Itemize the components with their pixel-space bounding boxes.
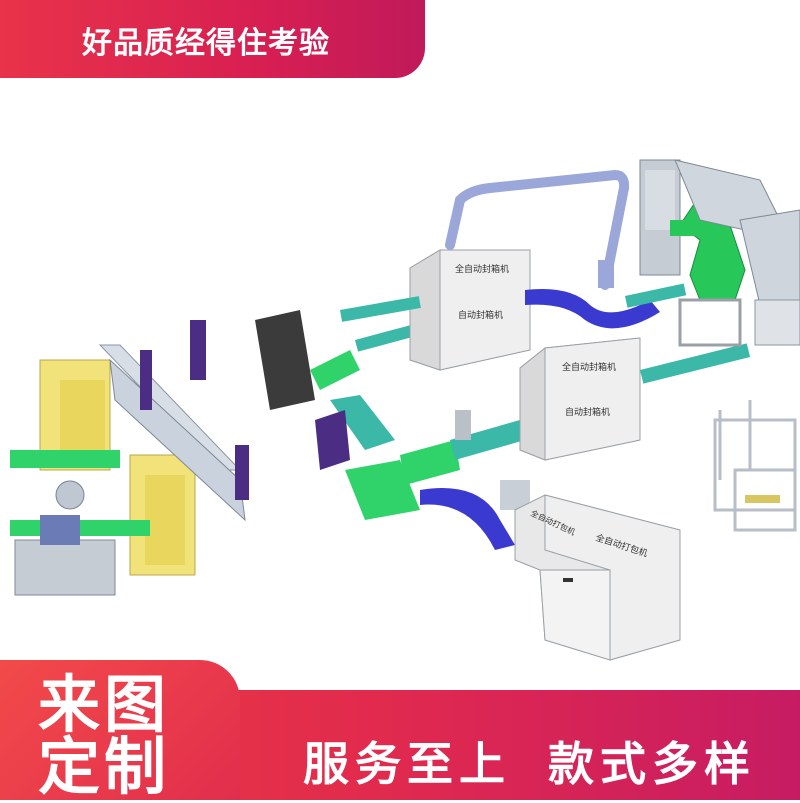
- strapping-machine: 全自动打包机 全自动打包机: [514, 494, 681, 661]
- slogan-styles: 款式多样: [548, 737, 756, 791]
- machine-1-front-label: 自动封箱机: [458, 309, 503, 321]
- banner-title: 好品质经得住考验: [82, 26, 330, 61]
- right-frames: [713, 400, 797, 532]
- slogan-service: 服务至上: [303, 737, 511, 791]
- top-banner: 好品质经得住考验: [0, 0, 425, 78]
- badge-line-2: 定制: [38, 730, 171, 803]
- machine-2-front-label: 自动封箱机: [565, 406, 610, 418]
- machine-1-side-label: 全自动封箱机: [455, 263, 509, 275]
- production-line-illustration: 全自动封箱机 自动封箱机 全自动封箱机 自动封箱机 全自动打包机 全自动打包机: [10, 159, 800, 661]
- palletizing-robot: [639, 159, 800, 347]
- sealing-machine-1: 全自动封箱机 自动封箱机: [409, 249, 531, 371]
- curved-conveyor-top: [340, 283, 687, 329]
- custom-badge: 来图 定制: [0, 660, 240, 800]
- sealing-machine-2: 全自动封箱机 自动封箱机: [519, 337, 751, 461]
- left-packing-station: [10, 320, 249, 596]
- gantry-arm: [445, 169, 630, 290]
- machine-2-side-label: 全自动封箱机: [562, 361, 616, 373]
- middle-conveyors: [255, 310, 530, 550]
- badge-line-1: 来图: [38, 668, 171, 741]
